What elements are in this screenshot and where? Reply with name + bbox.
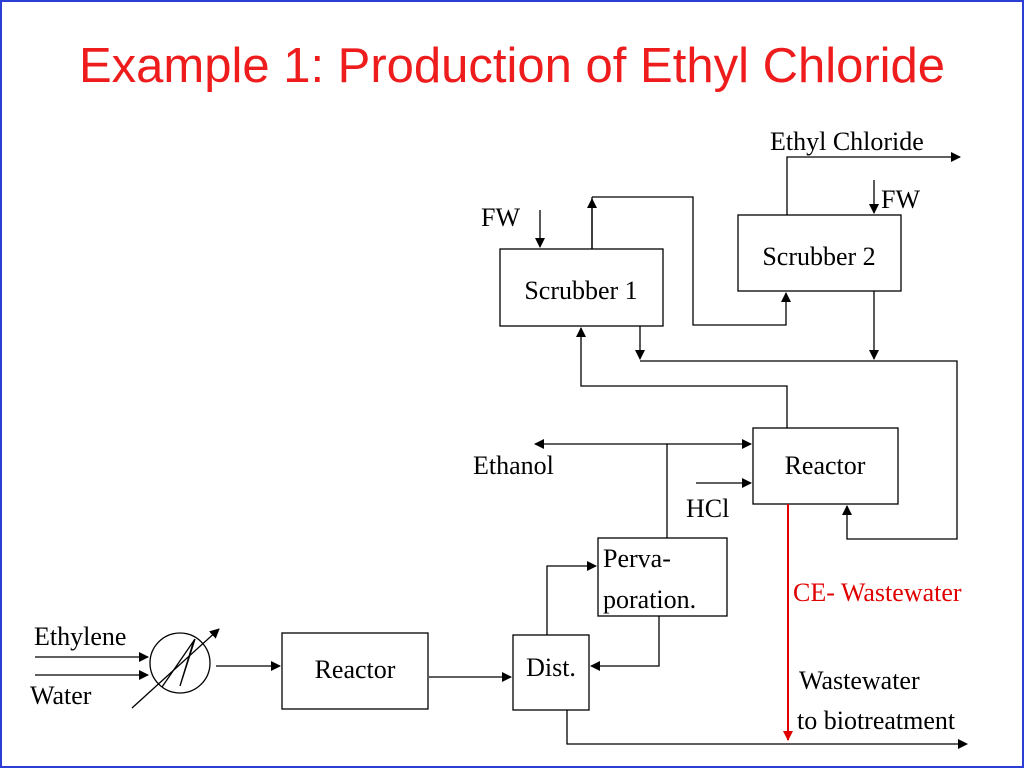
reactor-bottom-label: Reactor bbox=[315, 655, 396, 684]
water-label: Water bbox=[30, 681, 92, 710]
ethanol-label: Ethanol bbox=[473, 451, 554, 480]
pervaporation-unit: Perva- poration. bbox=[597, 537, 728, 617]
pervaporation-label-line2: poration. bbox=[603, 585, 696, 614]
wastewater-label-line1: Wastewater bbox=[799, 666, 920, 695]
ethyl-chloride-label: Ethyl Chloride bbox=[770, 127, 924, 156]
hcl-label: HCl bbox=[686, 494, 729, 523]
distillation-unit: Dist. bbox=[512, 634, 590, 711]
reactor-top-unit: Reactor bbox=[752, 427, 899, 505]
reactor-bottom-unit: Reactor bbox=[281, 632, 429, 710]
fw-scrubber-1-label: FW bbox=[481, 203, 520, 232]
distillation-label: Dist. bbox=[526, 653, 576, 682]
ethylene-label: Ethylene bbox=[34, 622, 126, 651]
reactor-top-label: Reactor bbox=[785, 451, 866, 480]
scrubber-1-unit: Scrubber 1 bbox=[499, 248, 664, 327]
slide-title: Example 1: Production of Ethyl Chloride bbox=[78, 39, 946, 93]
wastewater-label-line2: to biotreatment bbox=[797, 706, 956, 735]
heat-exchanger-icon bbox=[131, 628, 220, 709]
fw-scrubber-2-label: FW bbox=[881, 185, 920, 214]
pervaporation-label-line1: Perva- bbox=[603, 544, 671, 573]
scrubber-1-label: Scrubber 1 bbox=[524, 276, 637, 305]
scrubber-2-label: Scrubber 2 bbox=[762, 242, 875, 271]
stream-lines bbox=[35, 152, 968, 749]
ce-wastewater-label: CE- Wastewater bbox=[793, 578, 962, 607]
scrubber-2-unit: Scrubber 2 bbox=[737, 214, 902, 292]
